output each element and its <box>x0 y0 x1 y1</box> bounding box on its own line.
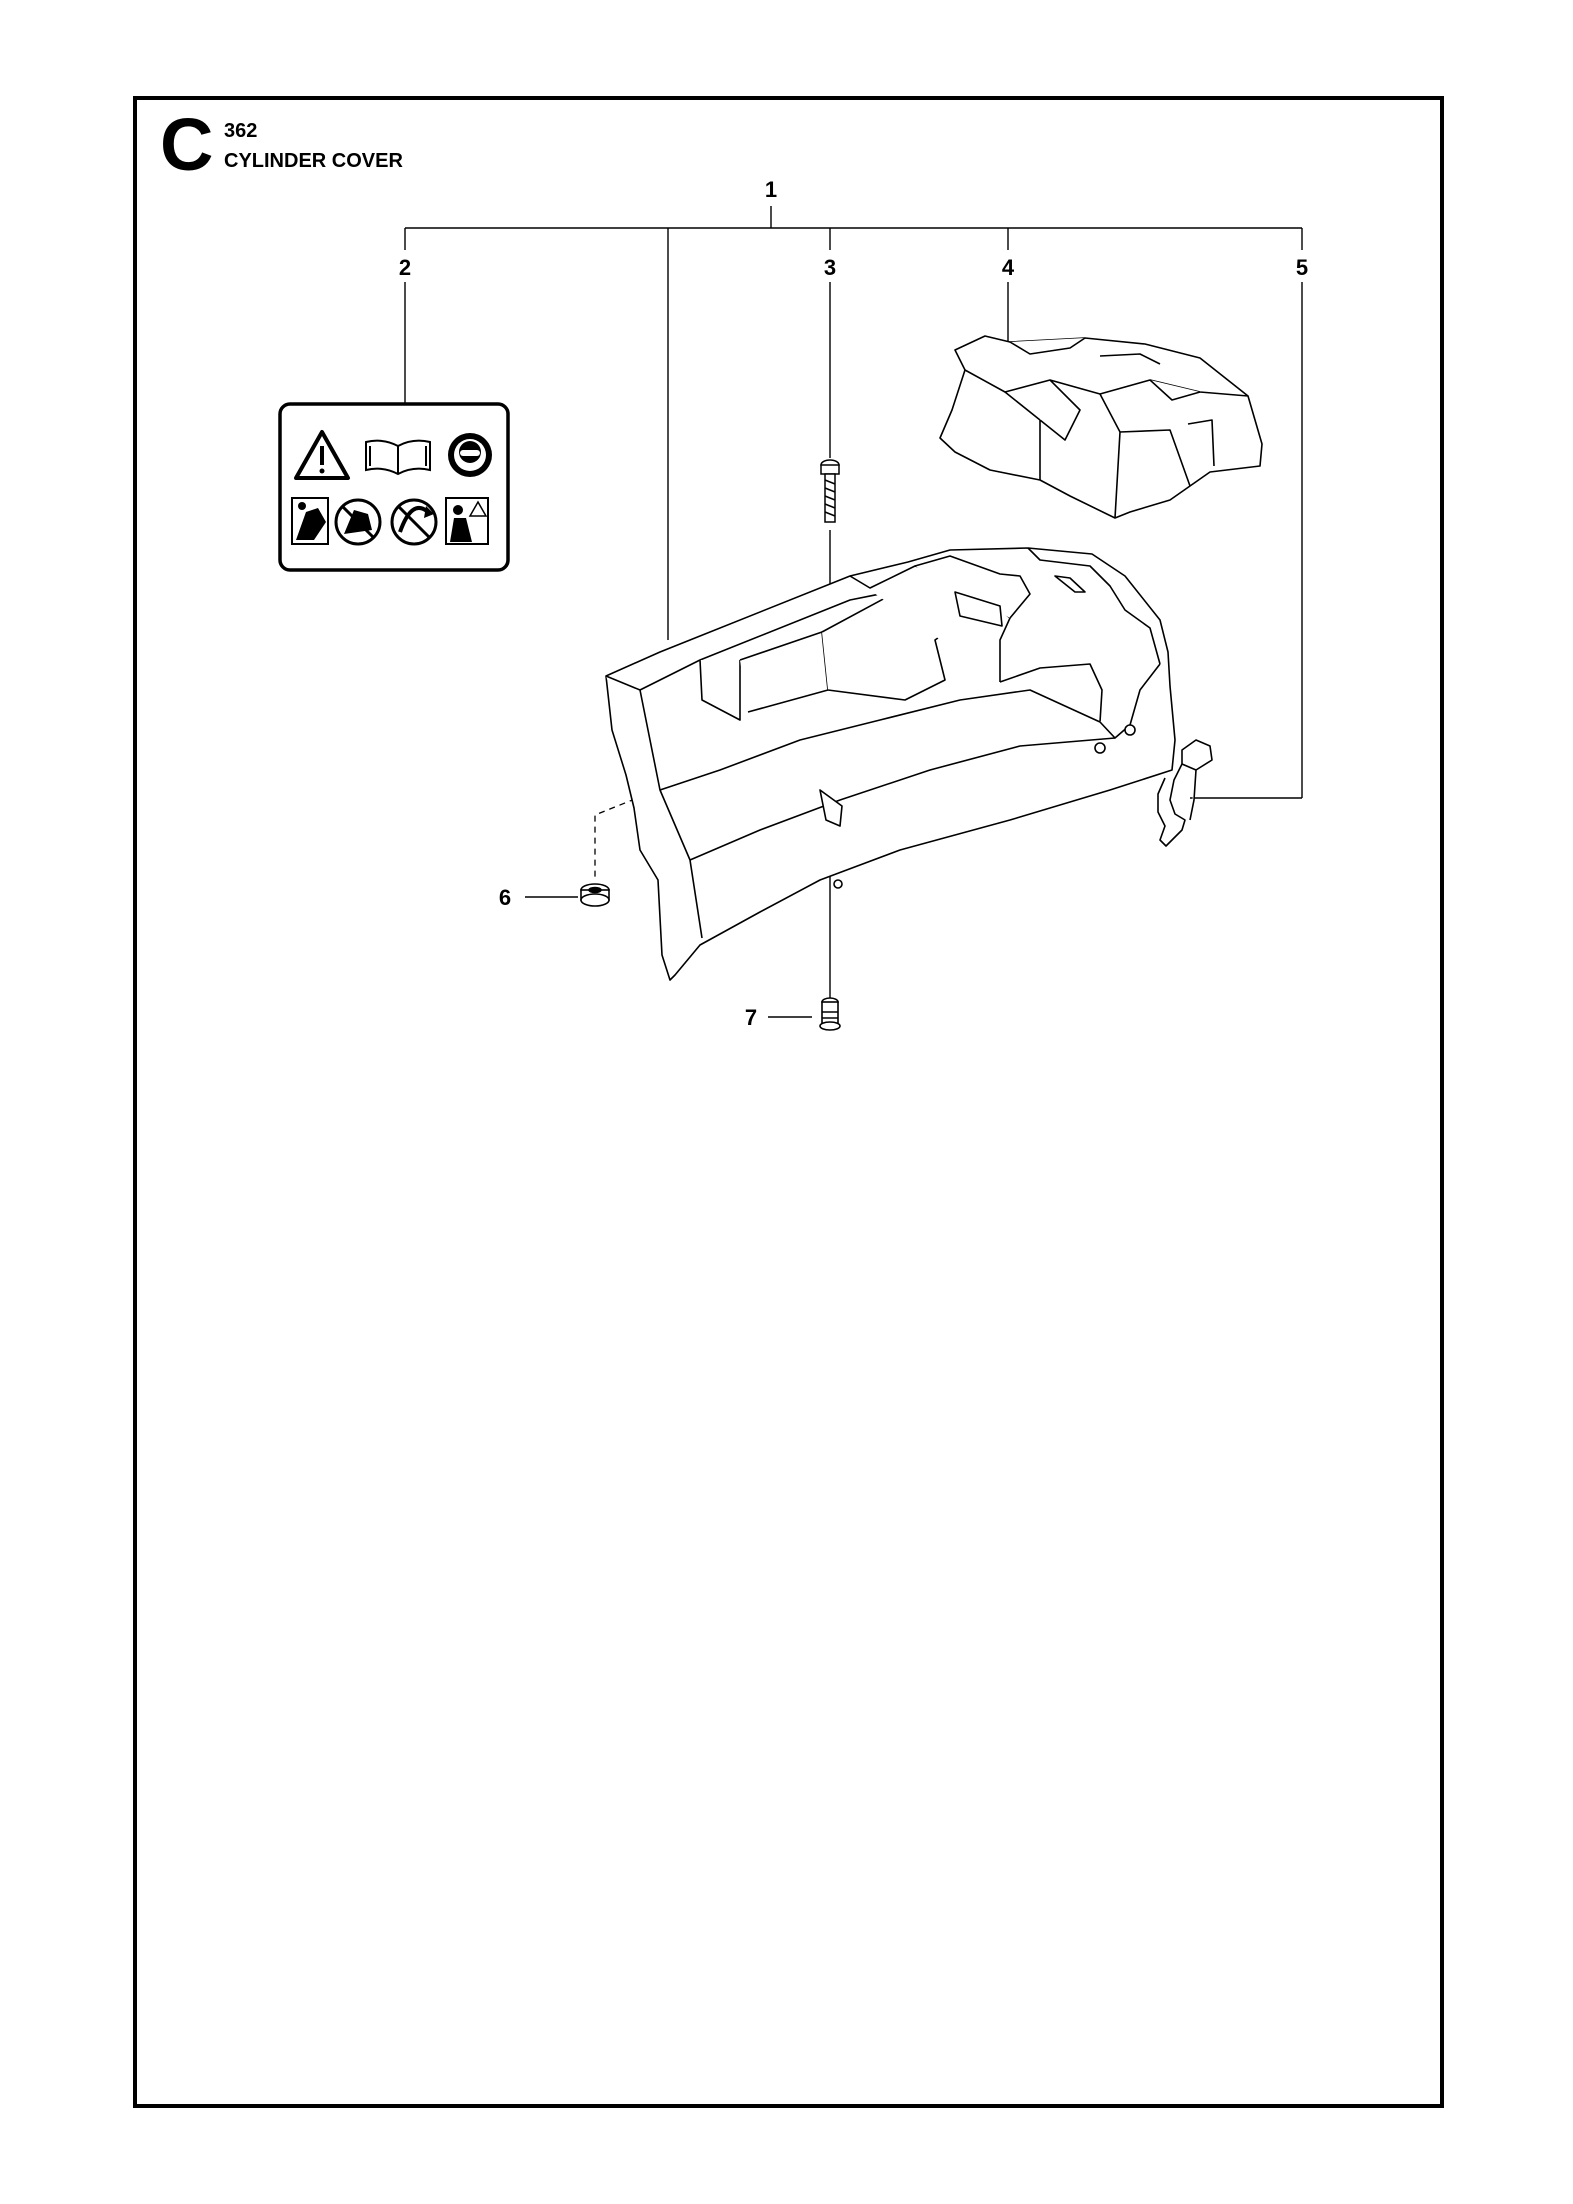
leader-lines <box>404 206 1303 1018</box>
latch <box>1157 739 1213 847</box>
screw <box>820 459 840 523</box>
insert <box>819 997 841 1031</box>
callout-3: 3 <box>824 255 836 280</box>
callout-6: 6 <box>499 885 511 910</box>
callout-2: 2 <box>399 255 411 280</box>
warning-triangle-icon <box>294 430 350 480</box>
kickback-warning-icon <box>390 498 438 546</box>
cylinder-cover <box>605 547 1176 981</box>
warning-decal <box>278 402 510 572</box>
callout-7: 7 <box>745 1005 757 1030</box>
page-frame <box>133 96 1444 2108</box>
grommet <box>580 883 610 907</box>
open-book-icon <box>365 439 431 476</box>
hand-warning-icon <box>291 497 329 545</box>
section-letter: C <box>160 103 214 186</box>
callout-1: 1 <box>765 177 777 202</box>
callout-5: 5 <box>1296 255 1308 280</box>
callout-4: 4 <box>1002 255 1015 280</box>
hand-prohibited-icon <box>334 498 382 546</box>
protective-equipment-icon <box>448 433 492 477</box>
operator-warning-icon <box>445 497 489 545</box>
top-cover <box>939 335 1263 519</box>
model-number: 362 <box>224 120 258 142</box>
diagram-title: CYLINDER COVER <box>224 150 403 172</box>
